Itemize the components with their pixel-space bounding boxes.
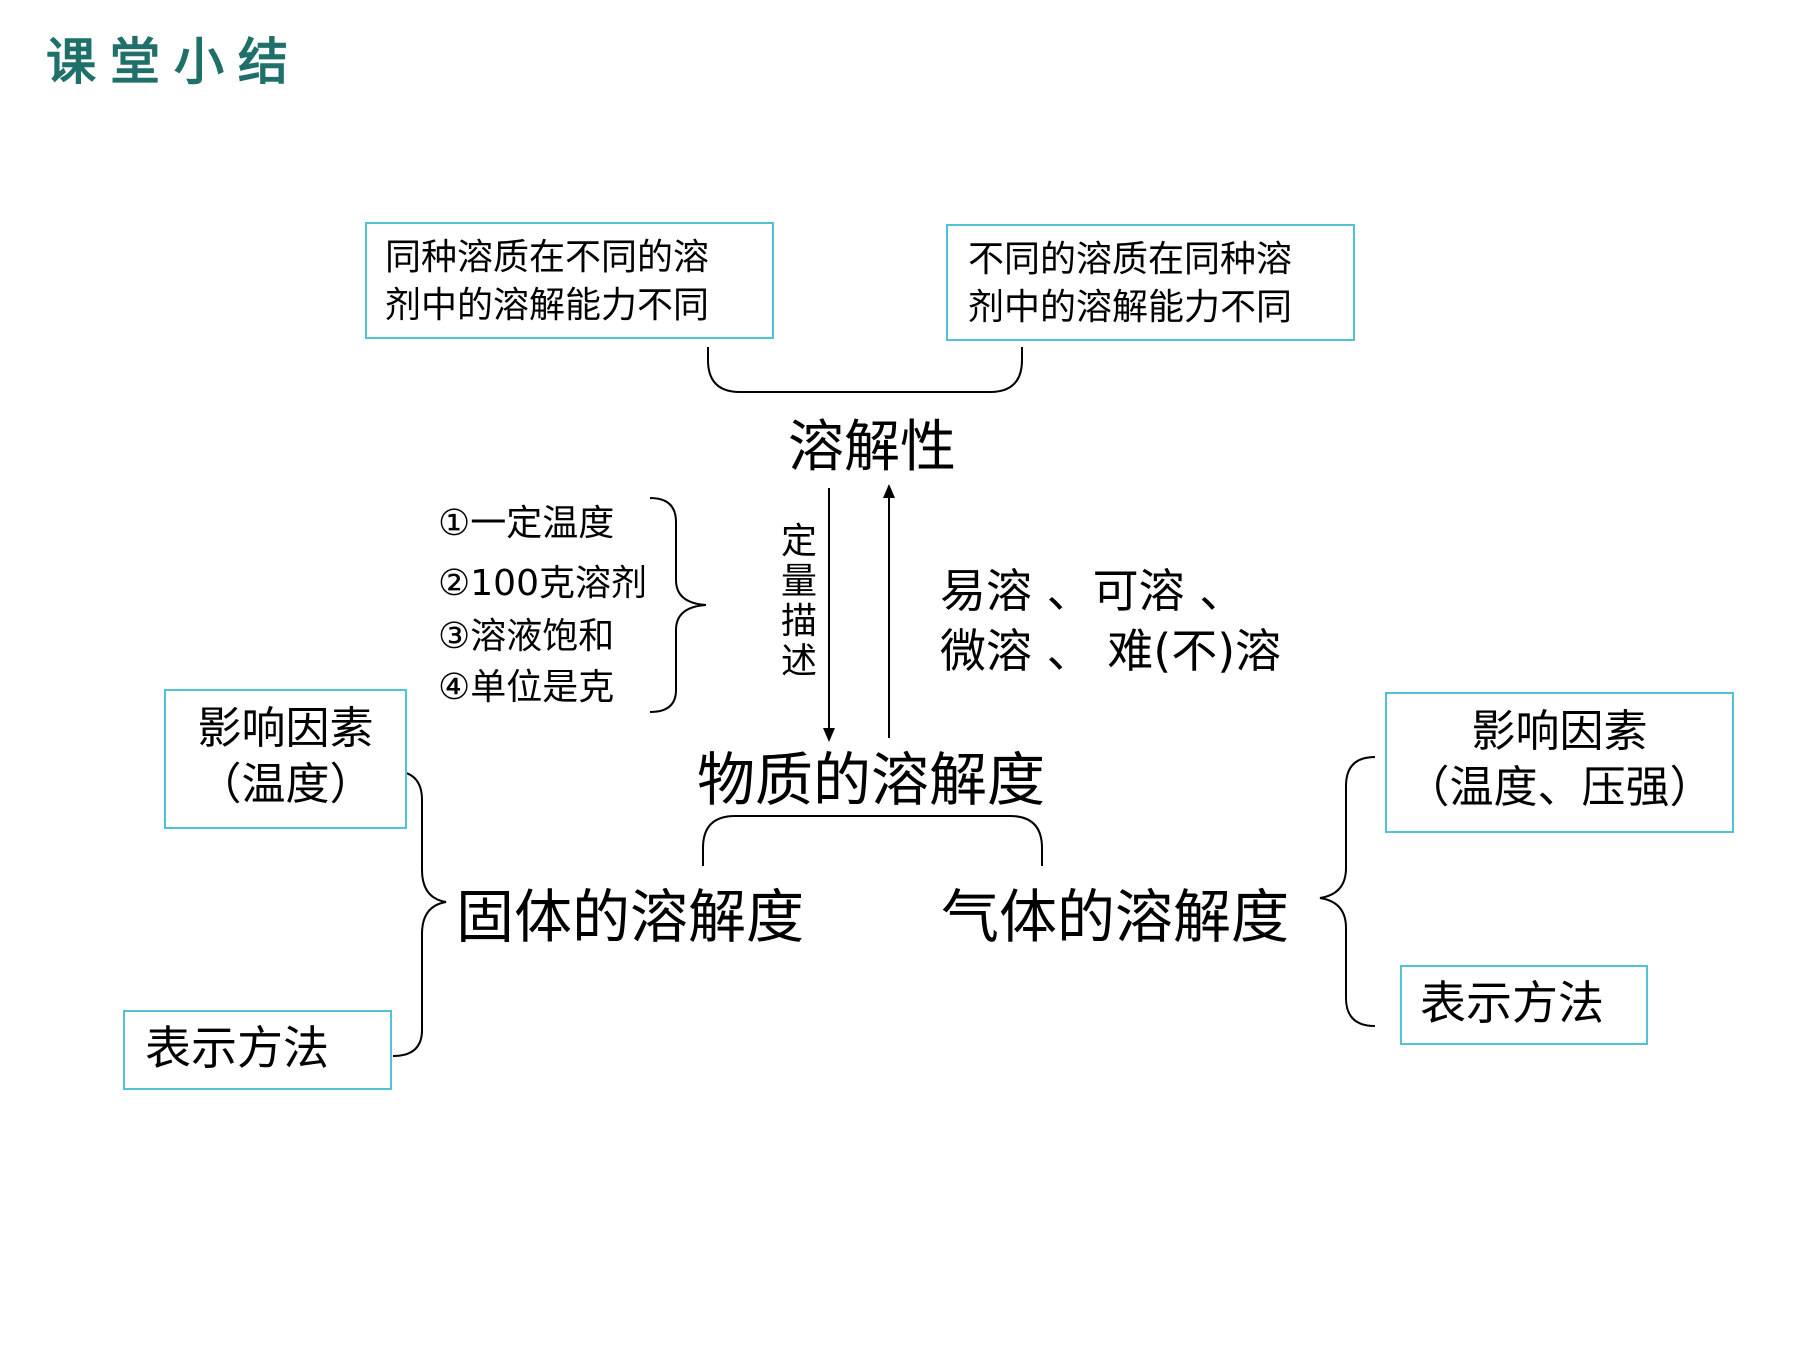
vertical-char: 定 — [780, 521, 817, 562]
condition-item: ②100克溶剂 — [438, 563, 647, 604]
condition-item: ④单位是克 — [438, 667, 615, 708]
quantitative-description-label: 定 量 描 述 — [775, 522, 823, 682]
gas-solubility-node: 气体的溶解度 — [941, 883, 1290, 951]
solubility-node: 溶解性 — [788, 415, 956, 480]
left-brace — [392, 770, 447, 1057]
arrow-up-head — [883, 484, 895, 498]
box-text-line: 剂中的溶解能力不同 — [385, 285, 710, 326]
vertical-char: 描 — [780, 601, 817, 642]
same-solute-different-solvent-box: 同种溶质在不同的溶 剂中的溶解能力不同 — [365, 222, 774, 339]
right-brace — [1319, 756, 1376, 1027]
vertical-char: 量 — [780, 561, 817, 602]
top-brace — [707, 347, 1023, 393]
gas-representation-method-box: 表示方法 — [1400, 965, 1648, 1045]
vertical-char: 述 — [780, 641, 817, 682]
page-title: 课堂小结 — [46, 32, 302, 91]
box-text-line: 表示方法 — [145, 1021, 329, 1075]
solubility-degree-line-1: 易溶 、可溶 、 — [940, 564, 1246, 618]
conditions-brace — [649, 497, 707, 713]
solid-solubility-node: 固体的溶解度 — [456, 883, 805, 951]
box-text-line: 表示方法 — [1420, 976, 1604, 1030]
box-text-line: 不同的溶质在同种溶 — [968, 239, 1293, 280]
solid-influencing-factors-box: 影响因素 （温度） — [164, 689, 407, 829]
box-text-line: 同种溶质在不同的溶 — [385, 237, 710, 278]
middle-brace — [702, 815, 1043, 866]
solubility-degree-line-2: 微溶 、 难(不)溶 — [940, 624, 1282, 678]
box-text-line: （温度、压强） — [1405, 762, 1714, 813]
box-text-line: 影响因素 — [1471, 706, 1648, 757]
box-text-line: 剂中的溶解能力不同 — [968, 287, 1293, 328]
solid-representation-method-box: 表示方法 — [123, 1010, 392, 1090]
different-solute-same-solvent-box: 不同的溶质在同种溶 剂中的溶解能力不同 — [946, 224, 1355, 341]
condition-item: ①一定温度 — [438, 503, 615, 544]
box-text-line: 影响因素 — [197, 703, 374, 754]
gas-influencing-factors-box: 影响因素 （温度、压强） — [1385, 692, 1734, 833]
box-text-line: （温度） — [197, 759, 374, 810]
condition-item: ③溶液饱和 — [438, 616, 615, 657]
substance-solubility-node: 物质的溶解度 — [697, 746, 1046, 814]
arrow-down-head — [823, 728, 835, 742]
